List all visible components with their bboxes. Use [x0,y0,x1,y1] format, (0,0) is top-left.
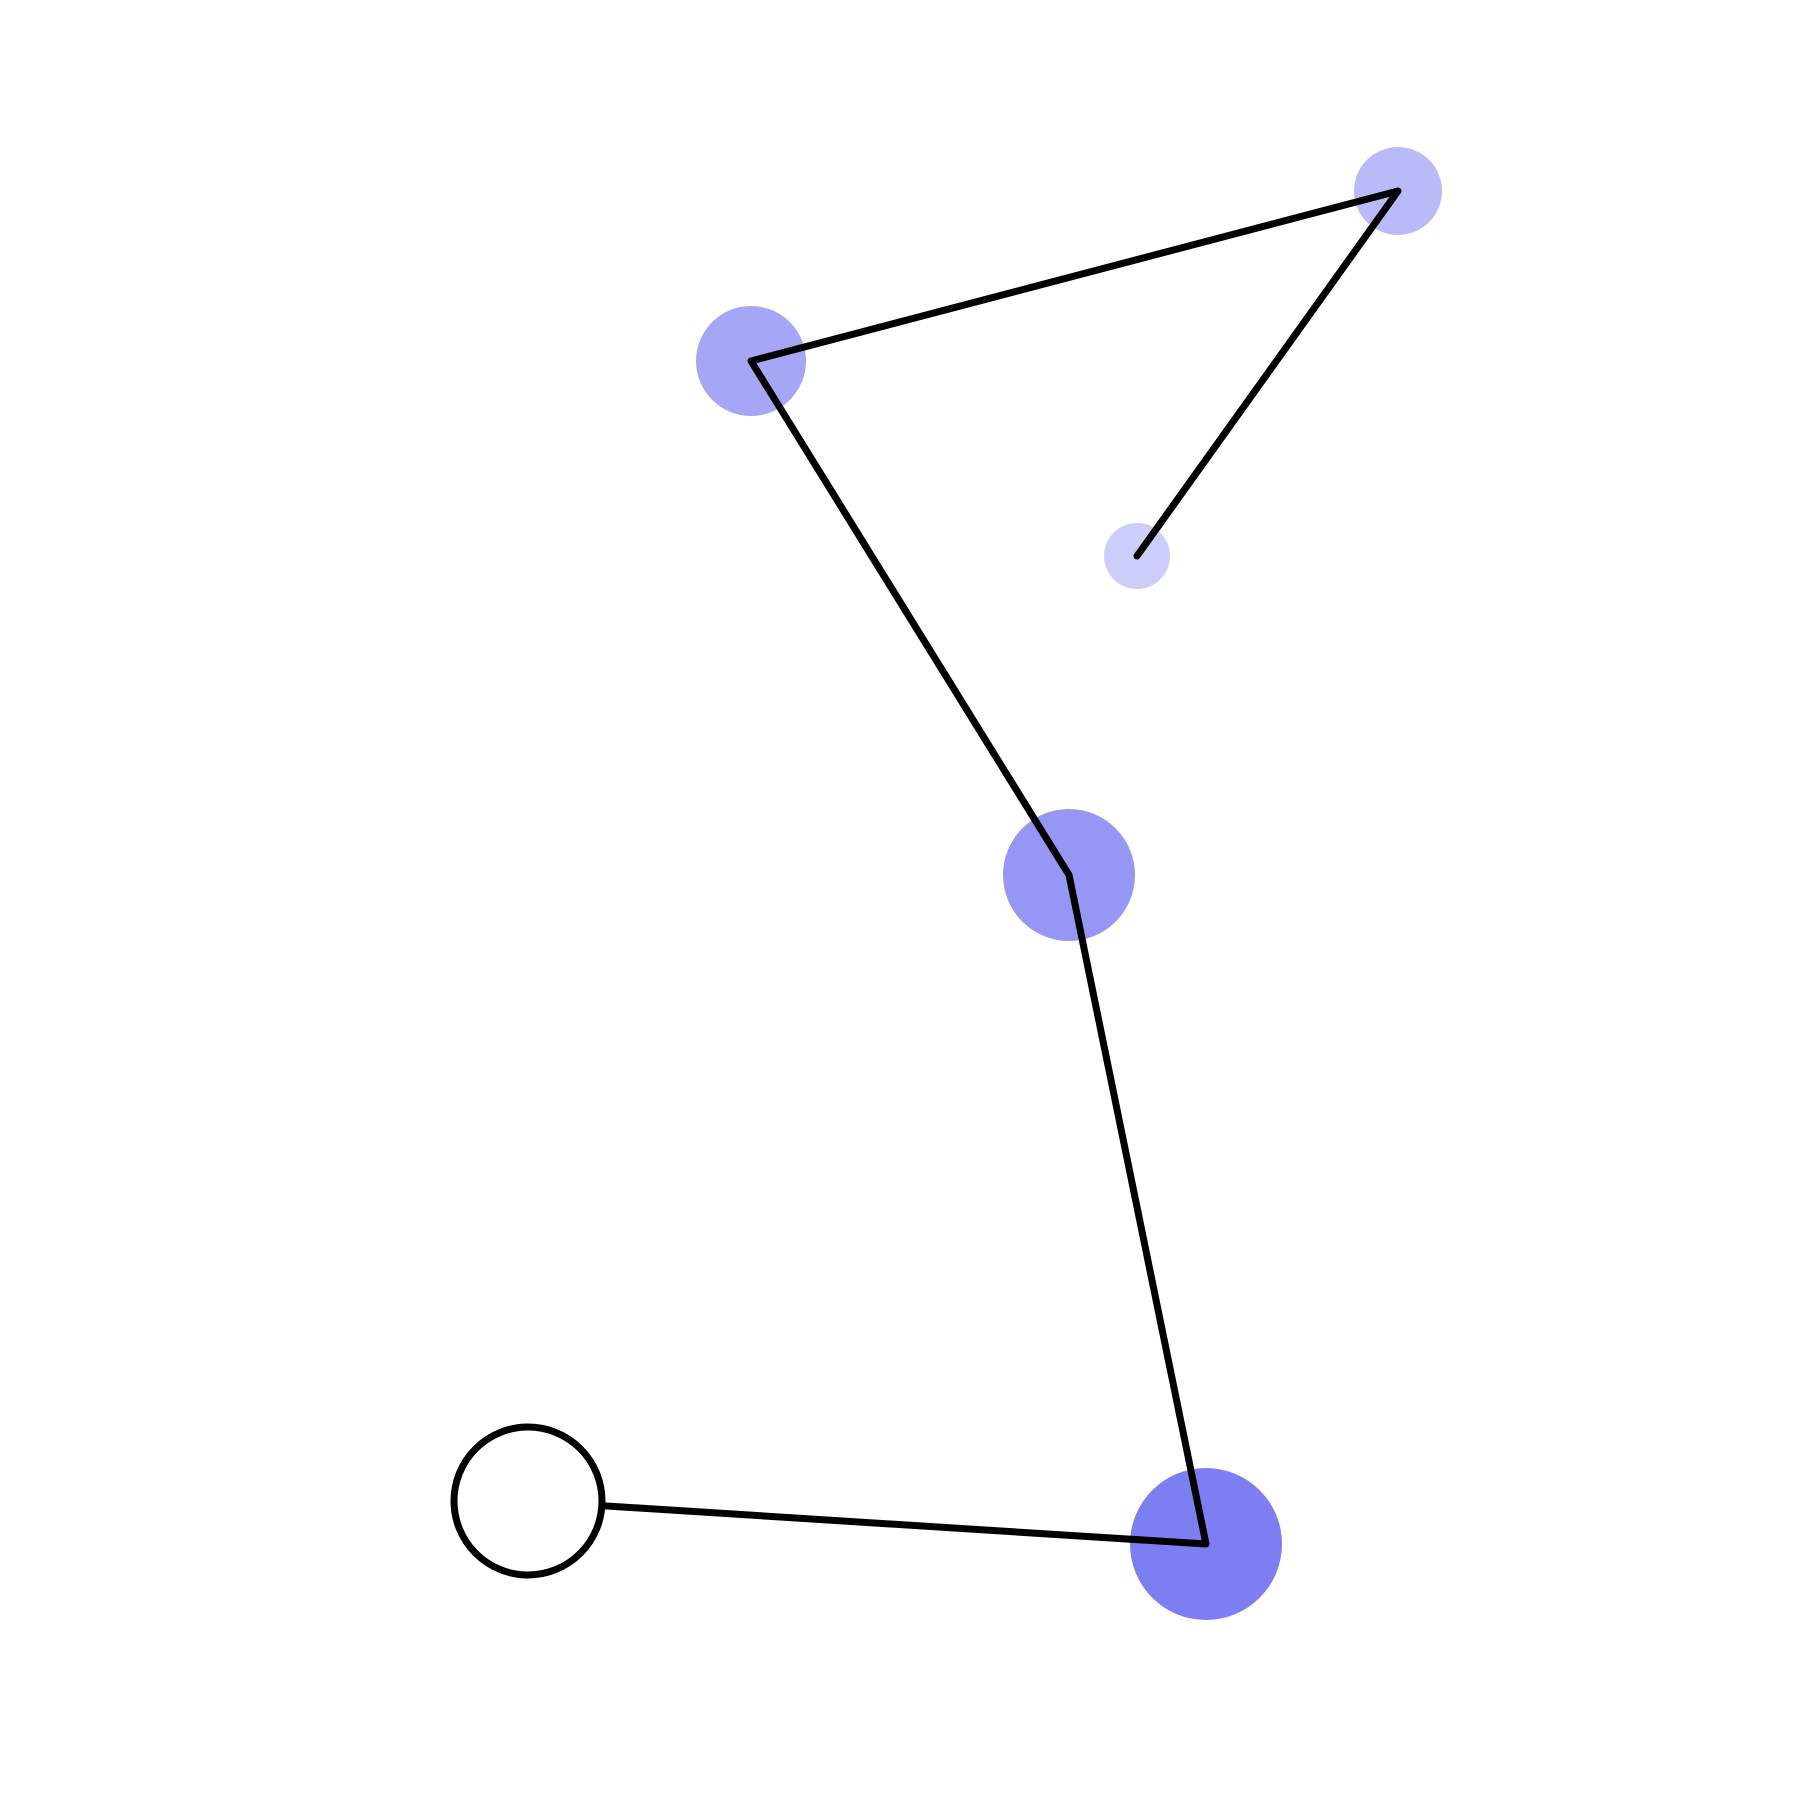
start-marker [450,1423,606,1579]
connecting-path [524,187,1402,1548]
